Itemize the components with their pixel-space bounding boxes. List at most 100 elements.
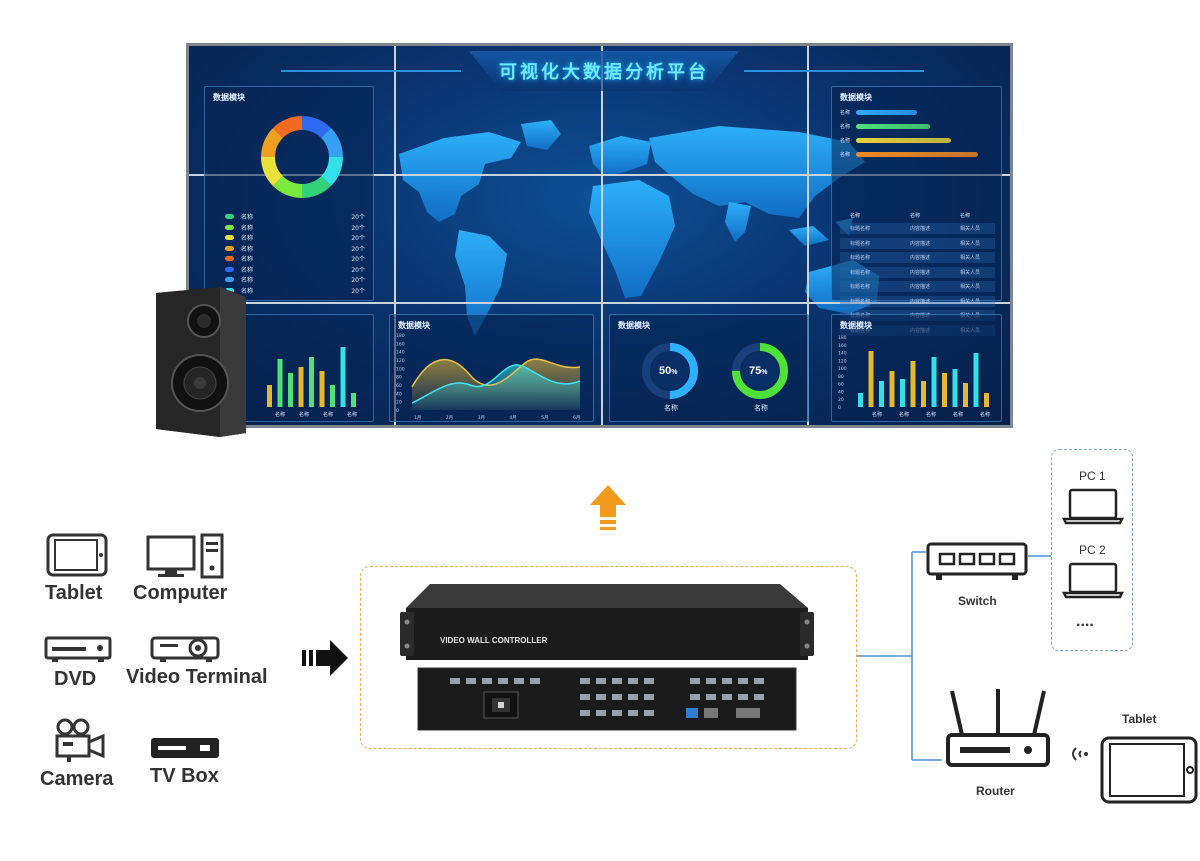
tablet-label: Tablet (1122, 712, 1157, 726)
bar (900, 379, 905, 407)
up-arrow-icon (590, 485, 626, 530)
panel-title: 数据模块 (213, 93, 245, 102)
y-tick-label: 180 (838, 335, 847, 341)
switch-label: Switch (958, 594, 997, 608)
legend-swatch (225, 256, 234, 261)
table-header: 名称 (850, 213, 861, 219)
bar (351, 393, 356, 407)
bar (910, 361, 916, 407)
legend-name: 名称 (241, 287, 254, 295)
source-label-computer: Computer (133, 582, 228, 604)
table-cell: 内容描述 (910, 284, 931, 290)
series-line (411, 364, 581, 404)
y-tick-label: 40 (838, 389, 844, 395)
video-camera-icon (55, 718, 105, 762)
more-devices-ellipsis: .... (1076, 613, 1094, 630)
legend-swatch (225, 214, 234, 219)
bar (319, 371, 325, 407)
legend-count: 20个 (351, 287, 365, 295)
bar (889, 371, 895, 407)
router-label: Router (976, 784, 1015, 798)
horizontal-bar (856, 124, 931, 129)
legend-name: 名称 (241, 214, 254, 221)
x-tick-label: 名称 (323, 411, 333, 418)
donut-name-1: 名称 (664, 404, 678, 412)
table-cell: 标题名称 (850, 269, 871, 276)
bar (277, 359, 283, 407)
ring-segment (261, 128, 284, 158)
bezel-seam (189, 174, 1010, 176)
legend-name: 名称 (241, 266, 254, 274)
y-tick-label: 160 (838, 343, 847, 349)
table-cell: 内容描述 (910, 226, 931, 232)
table-cell: 相关人员 (960, 240, 981, 247)
x-tick-label: 名称 (980, 411, 990, 418)
bezel-seam (601, 46, 603, 425)
y-tick-label: 140 (838, 351, 847, 357)
horizontal-bar (856, 110, 917, 115)
legend-swatch (225, 245, 234, 251)
tablet-icon (46, 533, 108, 577)
source-label-camera: Camera (40, 768, 114, 790)
ring-chart (261, 116, 343, 198)
x-tick-label: 6月 (573, 415, 580, 421)
y-tick-label: 80 (396, 375, 402, 381)
bar (984, 393, 989, 407)
table-row: 标题名称内容描述相关人员 (840, 223, 995, 234)
bar (952, 369, 958, 407)
bar (879, 381, 884, 407)
bar-chart: 180160140120100806040200名称名称名称名称名称 (838, 335, 990, 418)
bar-chart: 名称 名称 名称 名称 (267, 347, 357, 418)
panel-title: 数据模块 (840, 321, 872, 330)
bezel-seam (189, 302, 1010, 304)
source-label-tv-box: TV Box (150, 765, 219, 787)
y-tick-label: 160 (396, 341, 405, 347)
source-label-tablet: Tablet (45, 582, 103, 604)
y-tick-label: 100 (838, 366, 847, 372)
table-row: 标题名称 内容描述 相关人员 (840, 266, 995, 278)
table-header: 名称 (960, 213, 971, 219)
title-decor-line (744, 70, 924, 72)
legend-swatch (225, 224, 234, 230)
x-tick-label: 1月 (414, 415, 421, 421)
bar (309, 357, 314, 407)
table-row: 标题名称内容描述相关人员 (840, 281, 995, 292)
y-tick-label: 0 (838, 405, 841, 411)
x-tick-label: 名称 (347, 411, 357, 418)
dashboard-title: 可视化大数据分析平台 (499, 62, 709, 83)
panel-title: 数据模块 (840, 93, 872, 102)
table-cell: 相关人员 (960, 269, 981, 276)
y-tick-label: 180 (396, 333, 405, 339)
bar (858, 393, 863, 407)
table-cell: 内容描述 (910, 255, 931, 261)
bar (942, 373, 947, 407)
wifi-signal-icon (1072, 747, 1088, 761)
donut-name-2: 名称 (754, 404, 768, 412)
pc-dashed-frame (1051, 449, 1133, 651)
area-fill (412, 364, 580, 410)
table-cell: 内容描述 (910, 269, 931, 276)
x-tick-label: 名称 (275, 411, 285, 418)
panel-bottom-3: 数据模块 50% 75% 名称 名称 (609, 314, 809, 422)
x-tick-label: 名称 (299, 411, 309, 418)
legend-swatch (225, 277, 234, 282)
table-header: 名称 (910, 213, 921, 219)
bar (340, 347, 346, 407)
donut-arc (732, 343, 788, 399)
x-tick-label: 4月 (509, 415, 516, 421)
progress-donuts (642, 343, 788, 399)
pc1-label: PC 1 (1079, 469, 1106, 483)
bar (973, 353, 979, 407)
pc2-label: PC 2 (1079, 543, 1106, 557)
right-arrow-icon (302, 640, 348, 676)
title-decor (469, 51, 739, 91)
x-tick-label: 名称 (926, 411, 936, 418)
table-cell: 相关人员 (960, 255, 981, 261)
